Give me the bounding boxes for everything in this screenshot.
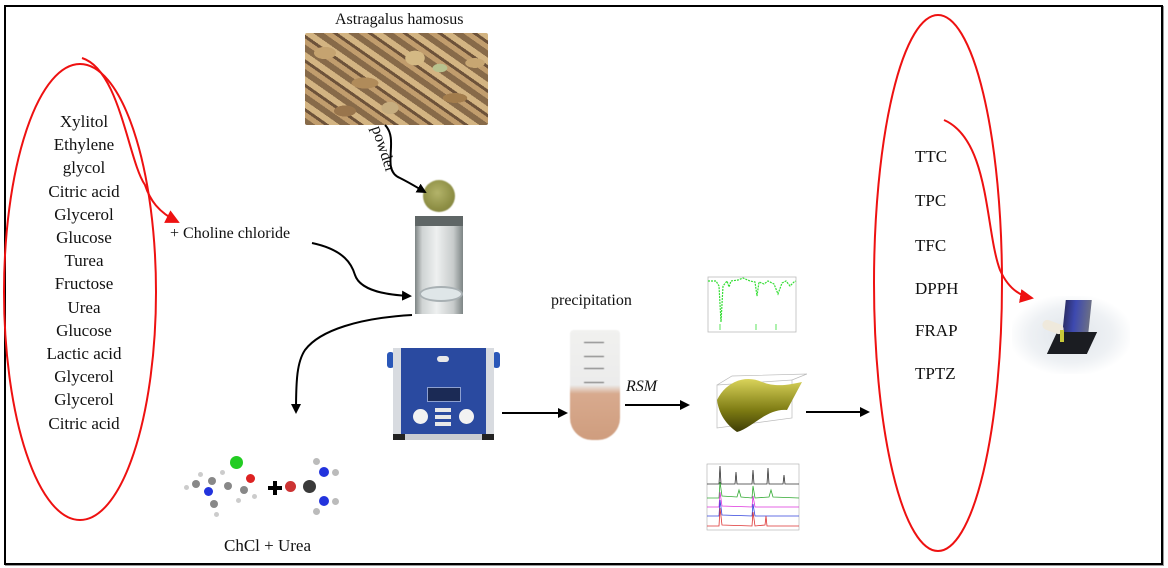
hydrogen-atom <box>332 469 339 476</box>
oxygen-atom <box>285 481 296 492</box>
nitrogen-atom <box>204 487 213 496</box>
plot-frame <box>706 463 800 531</box>
hba-label: + Choline chloride <box>170 225 291 242</box>
chromatogram-trace-blue <box>707 499 799 517</box>
instrument-lid <box>1062 300 1092 334</box>
plus-sign <box>273 481 277 495</box>
hydrogen-atom <box>236 498 241 503</box>
powder-photo <box>423 180 455 212</box>
bath-display <box>427 387 461 402</box>
chromatogram-trace-red <box>707 507 799 527</box>
assay-item: TPTZ <box>915 364 956 383</box>
bath-handle-right <box>493 352 500 368</box>
hbd-item: Glycerol <box>54 204 114 224</box>
hbd-item: Glycerol <box>54 367 114 387</box>
carbon-atom <box>208 477 216 485</box>
carbon-atom <box>240 486 248 494</box>
assay-item: FRAP <box>915 321 958 340</box>
hbd-item: Glucose <box>56 228 112 248</box>
assay-item: TTC <box>915 147 948 166</box>
bath-knob-left <box>413 409 428 424</box>
instrument-slot <box>1046 332 1098 354</box>
tube-graduation <box>584 356 604 357</box>
ultrasonic-bath-photo <box>387 348 500 440</box>
hbd-item: Ethylene <box>53 135 115 155</box>
hbd-list: Xylitol Ethylene glycol Citric acid Glyc… <box>30 110 138 435</box>
hbd-item: Glucose <box>56 320 112 340</box>
assay-item: TFC <box>915 236 947 255</box>
hbd-item: Citric acid <box>48 413 120 433</box>
hplc-chromatogram-thumbnail <box>706 463 800 531</box>
rsm-label: RSM <box>626 378 658 395</box>
chromatogram-trace-magenta <box>707 491 799 508</box>
precipitation-label: precipitation <box>551 292 632 309</box>
chromatogram-trace-standard <box>707 465 799 485</box>
hbd-item: glycol <box>62 158 106 178</box>
precipitate-tube-photo <box>570 330 620 440</box>
hydrogen-atom <box>332 498 339 505</box>
carbon-atom <box>210 500 218 508</box>
ftir-spectrum-thumbnail <box>707 276 797 333</box>
carbon-atom <box>192 480 200 488</box>
oxygen-atom <box>246 474 255 483</box>
plant-photo <box>305 33 488 125</box>
tube-graduation <box>584 368 604 369</box>
nitrogen-atom <box>319 496 329 506</box>
hbd-item: Lactic acid <box>46 344 122 364</box>
des-label: ChCl + Urea <box>224 536 312 555</box>
response-surface <box>717 379 802 432</box>
hydrogen-atom <box>313 508 320 515</box>
nitrogen-atom <box>319 467 329 477</box>
hbd-item: Fructose <box>54 274 114 294</box>
carbon-atom <box>224 482 232 490</box>
hbd-item: Citric acid <box>48 181 120 201</box>
plot-box <box>716 373 807 386</box>
hydrogen-atom <box>214 512 219 517</box>
hydrogen-atom <box>184 485 189 490</box>
bath-logo <box>437 356 449 362</box>
plant-title: Astragalus hamosus <box>335 11 464 28</box>
bath-buttons <box>435 408 451 426</box>
hydrogen-atom <box>252 494 257 499</box>
assay-item: TPC <box>915 191 947 210</box>
chromatogram-trace-green <box>707 481 800 499</box>
diagram-frame <box>4 5 1163 565</box>
des-molecules <box>180 450 360 530</box>
plot-box <box>716 379 793 429</box>
hydrogen-atom <box>198 472 203 477</box>
ftir-line <box>708 277 797 323</box>
response-surface-plot-thumbnail <box>716 373 807 432</box>
chlorine-atom <box>230 456 243 469</box>
hydrogen-atom <box>313 458 320 465</box>
tube-graduation <box>584 342 604 343</box>
hbd-item: Glycerol <box>54 390 114 410</box>
hydrogen-atom <box>220 470 225 475</box>
tube-graduation <box>584 382 604 383</box>
hbd-item: Urea <box>67 297 101 317</box>
carbon-atom <box>303 480 316 493</box>
bath-feet <box>393 434 494 440</box>
solvent-vial-photo <box>415 216 463 314</box>
spectrophotometer-photo <box>1012 296 1130 374</box>
assay-item: DPPH <box>915 279 959 298</box>
cuvette <box>1060 330 1064 342</box>
bath-knob-right <box>459 409 474 424</box>
hbd-item: Turea <box>64 251 104 271</box>
hbd-item: Xylitol <box>59 112 109 131</box>
plot-frame <box>707 276 797 333</box>
